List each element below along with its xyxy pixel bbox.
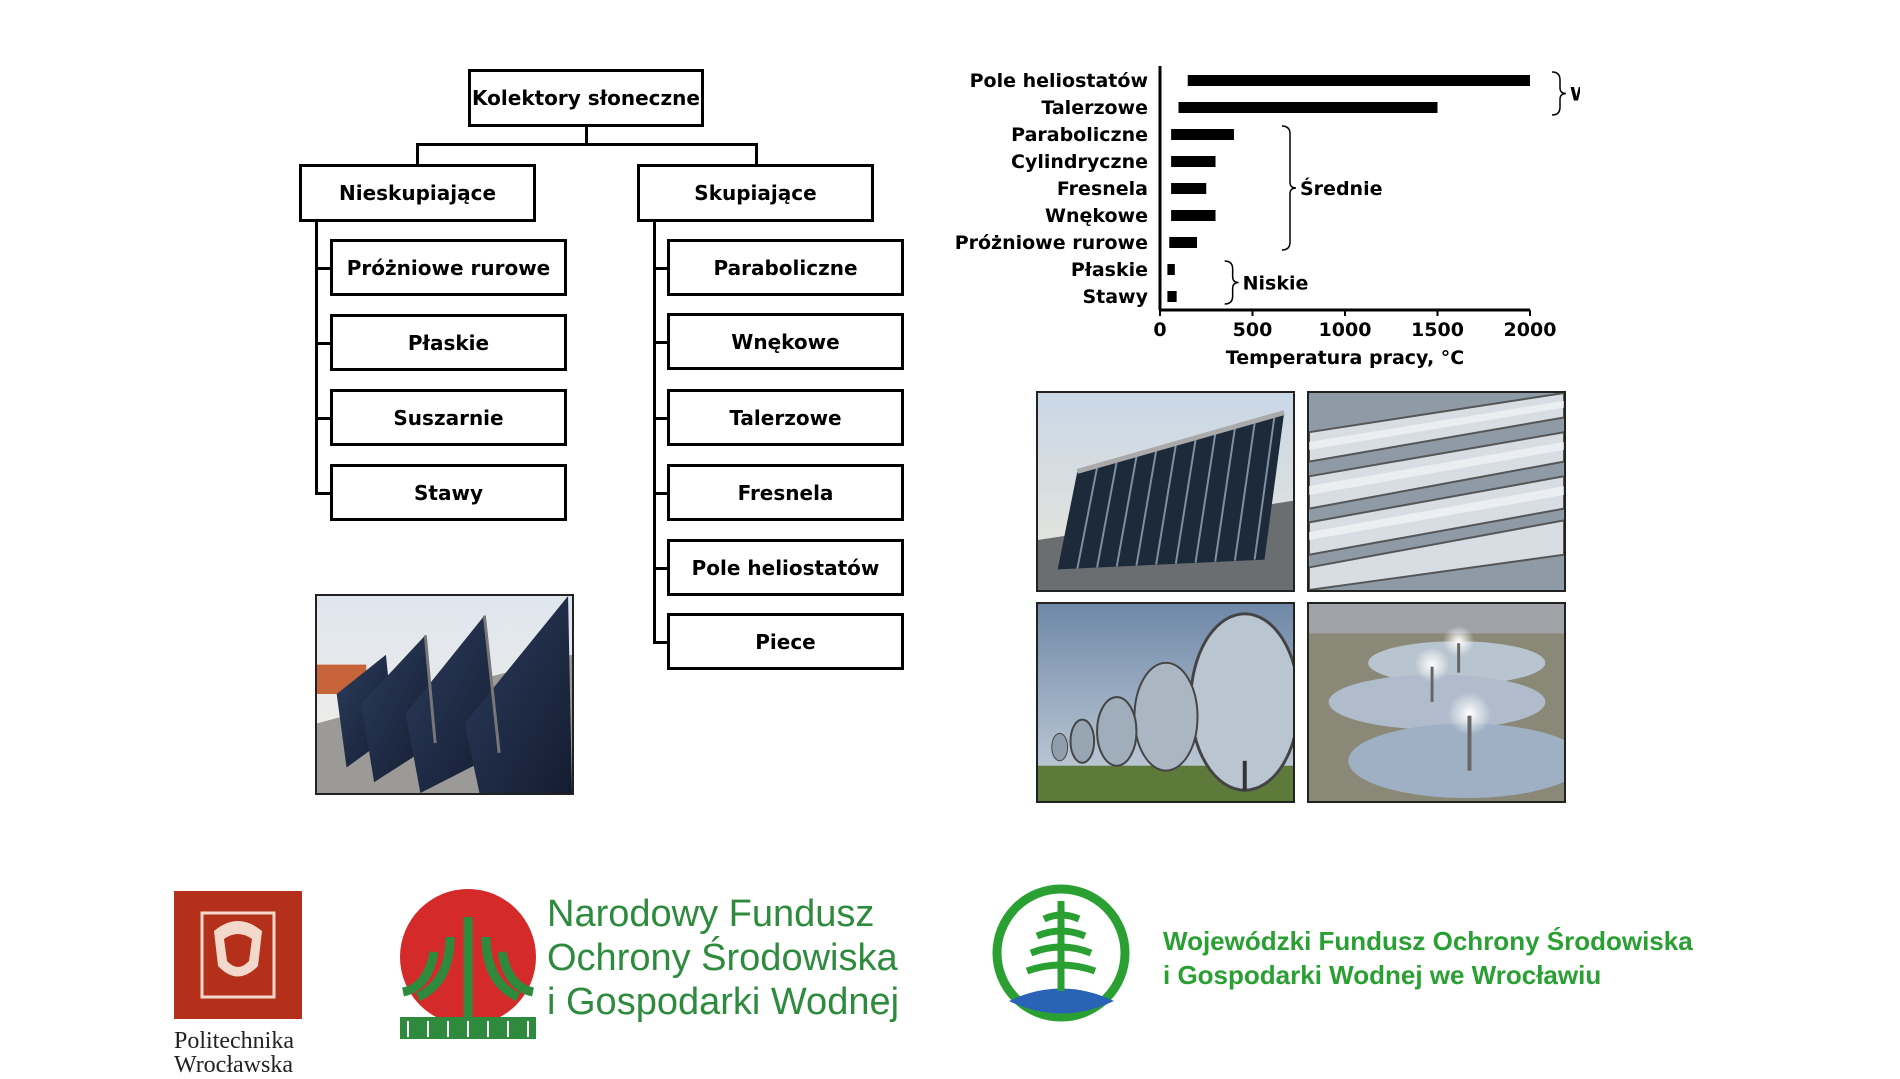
connector [653, 492, 670, 495]
x-tick-label: 1000 [1319, 319, 1372, 341]
right-item: Talerzowe [667, 389, 904, 446]
nfos-name-line3: i Gospodarki Wodnej [547, 981, 900, 1023]
category-label: Cylindryczne [1011, 151, 1148, 173]
bar [1169, 237, 1197, 248]
pwr-name-line2: Wrocławska [174, 1052, 293, 1078]
tree-root: Kolektory słoneczne [468, 69, 704, 127]
category-label: Stawy [1082, 286, 1148, 308]
group-brace [1551, 71, 1567, 116]
connector [315, 222, 318, 495]
parabolic-trough-photo [1307, 391, 1566, 592]
bar [1171, 210, 1216, 221]
heliostat-field-photo [1307, 602, 1566, 803]
nfos-name-line1: Narodowy Fundusz [547, 893, 875, 935]
dish-collectors-photo [1036, 602, 1295, 803]
pwr-name-line1: Politechnika [174, 1028, 294, 1054]
wfos-name-line1: Wojewódzki Fundusz Ochrony Środowiska [1163, 926, 1693, 956]
category-label: Pole heliostatów [970, 70, 1148, 92]
connector [653, 641, 670, 644]
nfos-logo [398, 887, 538, 1047]
x-tick-label: 1500 [1411, 319, 1464, 341]
group-brace [1281, 125, 1297, 251]
right-item: Piece [667, 613, 904, 670]
connector [315, 492, 332, 495]
bar [1171, 129, 1234, 140]
temperature-chart: Pole heliostatówTalerzoweParaboliczneCyl… [955, 66, 1580, 369]
connector [653, 567, 670, 570]
connector [653, 417, 670, 420]
bar [1171, 183, 1207, 194]
category-label: Paraboliczne [1011, 124, 1148, 146]
connector [416, 143, 758, 146]
pwr-logo [174, 891, 302, 1019]
x-tick-label: 0 [1153, 319, 1166, 341]
connector [585, 127, 588, 145]
group-label: Średnie [1300, 176, 1382, 200]
x-axis-title: Temperatura pracy, °C [1226, 347, 1464, 369]
right-item: Pole heliostatów [667, 539, 904, 596]
connector [653, 222, 656, 644]
left-item: Płaskie [330, 314, 567, 371]
group-brace [1224, 260, 1239, 305]
connector [416, 143, 419, 165]
right-item: Wnękowe [667, 313, 904, 370]
branch-left: Nieskupiające [299, 164, 536, 222]
right-item: Fresnela [667, 464, 904, 521]
bar [1178, 102, 1438, 113]
connector [755, 143, 758, 165]
category-label: Próżniowe rurowe [955, 232, 1148, 254]
connector [315, 342, 332, 345]
x-tick-label: 2000 [1504, 319, 1557, 341]
right-item: Paraboliczne [667, 239, 904, 296]
group-label: Wysokie [1570, 84, 1580, 106]
bar [1187, 75, 1530, 86]
left-item: Stawy [330, 464, 567, 521]
category-label: Talerzowe [1041, 97, 1148, 119]
nfos-name-line2: Ochrony Środowiska [547, 937, 898, 979]
left-item: Próżniowe rurowe [330, 239, 567, 296]
bar [1171, 156, 1216, 167]
connector [315, 267, 332, 270]
x-tick-label: 500 [1233, 319, 1273, 341]
wfos-logo [989, 881, 1134, 1026]
connector [653, 267, 670, 270]
bar [1167, 264, 1175, 275]
left-item: Suszarnie [330, 389, 567, 446]
bar [1167, 291, 1177, 302]
branch-right: Skupiające [637, 164, 874, 222]
flat-collectors-photo [315, 594, 574, 795]
group-label: Niskie [1243, 273, 1309, 295]
wfos-name-line2: i Gospodarki Wodnej we Wrocławiu [1163, 960, 1602, 990]
vacuum-tube-collectors-photo [1036, 391, 1295, 592]
category-label: Płaskie [1071, 259, 1148, 281]
category-label: Fresnela [1057, 178, 1148, 200]
category-label: Wnękowe [1045, 205, 1148, 227]
connector [653, 341, 670, 344]
connector [315, 417, 332, 420]
